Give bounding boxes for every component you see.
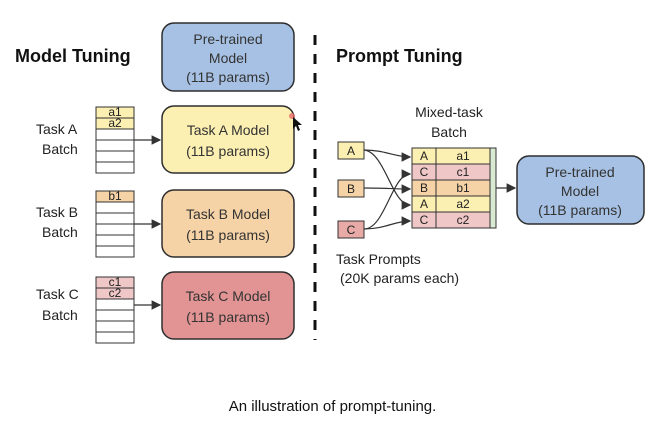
caption: An illustration of prompt-tuning. [228,398,437,415]
task-b-batch-stack: b1 [95,189,135,258]
svg-text:A: A [347,144,355,158]
svg-text:Task A Model: Task A Model [187,122,270,138]
svg-text:Task B Model: Task B Model [186,206,270,222]
task-a-batch-stack: a1 a2 [95,105,135,174]
svg-text:Batch: Batch [42,307,78,323]
svg-text:c1: c1 [109,275,122,289]
task-b-group: Task B Batch b1 Task B Model (11B params… [36,189,295,258]
svg-text:Task C Model: Task C Model [186,288,271,304]
svg-text:B: B [420,181,428,195]
task-a-model: Task A Model (11B params) [161,105,295,174]
task-c-batch-label: Task C [36,286,79,302]
model-tuning-title: Model Tuning [15,46,131,66]
svg-text:Model: Model [209,50,247,66]
task-b-batch-label: Task B [36,204,78,220]
svg-text:c2: c2 [457,213,470,227]
svg-text:(11B params): (11B params) [538,202,622,218]
svg-text:b1: b1 [108,189,122,203]
svg-text:Batch: Batch [42,141,78,157]
task-b-model: Task B Model (11B params) [161,189,295,258]
mixed-task-batch-label: Mixed-task [415,104,484,120]
svg-text:Batch: Batch [431,124,467,140]
svg-text:(11B params): (11B params) [186,69,270,85]
svg-text:C: C [347,223,356,237]
svg-text:c2: c2 [109,286,122,300]
right-pretrained-model: Pre-trained Model (11B params) [516,155,645,225]
svg-text:a1: a1 [108,105,122,119]
svg-text:C: C [420,213,429,227]
task-prompts-params: (20K params each) [340,270,459,286]
svg-text:B: B [347,182,355,196]
task-a-group: Task A Batch a1 a2 Task A Model (11B par… [36,105,295,174]
prompt-tuning-title: Prompt Tuning [336,46,463,66]
prompt-a: A [337,141,365,160]
cursor-icon [289,113,302,131]
svg-text:Model: Model [561,183,599,199]
svg-text:(11B params): (11B params) [186,227,270,243]
prompt-b: B [337,179,365,198]
svg-text:(11B params): (11B params) [186,143,270,159]
svg-text:Pre-trained: Pre-trained [193,31,262,47]
svg-text:a1: a1 [456,149,470,163]
svg-text:A: A [420,149,428,163]
task-a-batch-label: Task A [36,121,78,137]
mixed-task-batch-table: A a1 C c1 B b1 A a2 C c2 [411,147,497,229]
task-prompts-label: Task Prompts [336,251,421,267]
svg-text:b1: b1 [456,181,470,195]
task-c-batch-stack: c1 c2 [95,275,135,344]
svg-text:Pre-trained: Pre-trained [545,164,614,180]
task-c-model: Task C Model (11B params) [161,271,295,340]
svg-text:Batch: Batch [42,224,78,240]
svg-text:C: C [420,165,429,179]
prompt-c: C [337,220,365,239]
svg-text:A: A [420,197,428,211]
svg-text:a2: a2 [108,116,122,130]
left-pretrained-model: Pre-trained Model (11B params) [161,22,295,92]
svg-text:a2: a2 [456,197,470,211]
prompt-routing-arrows [363,149,412,230]
task-c-group: Task C Batch c1 c2 Task C Model (11B par… [36,271,295,344]
svg-text:(11B params): (11B params) [186,309,270,325]
svg-text:c1: c1 [457,165,470,179]
